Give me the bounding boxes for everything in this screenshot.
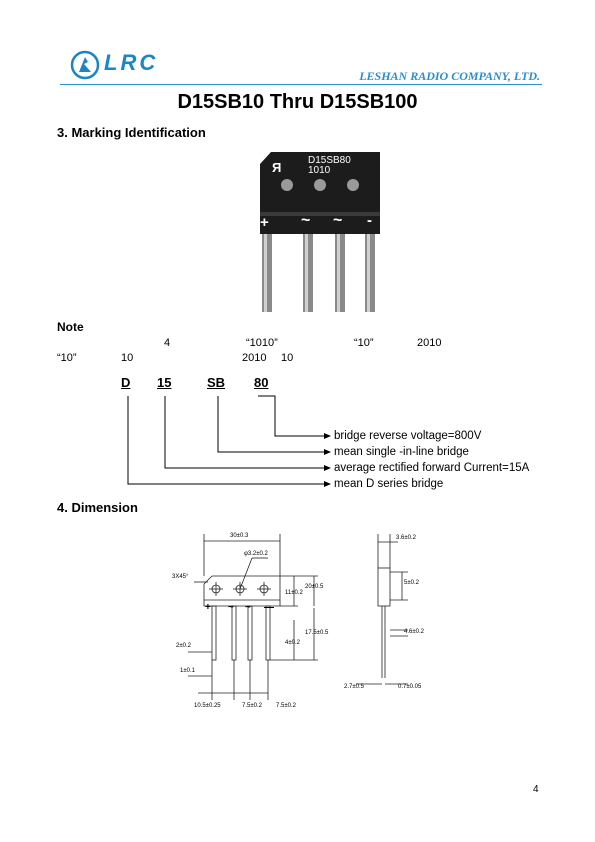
package-drawing: Я D15SB80 1010 + ~ ~ - [255,146,385,326]
explanation-series: mean D series bridge [334,478,444,490]
side-d1: 5±0.2 [404,580,419,586]
note-line1-a: 4 [164,337,171,349]
dim-pitch3: 7.5±0.2 [276,703,296,709]
page-number: 4 [533,784,539,795]
front-pin-ac1: ~ [228,602,234,613]
dimension-side-view: 3.6±0.2 5±0.2 4.6±0.2 2.7±0.5 0.7±0.05 [338,528,433,708]
section-heading-marking: 3. Marking Identification [57,125,206,140]
note-line2-c: 2010 [242,352,267,364]
marking-line1: D15SB80 [308,155,351,166]
explanation-type: mean single -in-line bridge [334,446,469,458]
note-line2-d: 10 [281,352,294,364]
code-type: SB [207,375,226,390]
dim-lead-t: 2±0.2 [176,643,191,649]
company-name: LESHAN RADIO COMPANY, LTD. [359,69,540,83]
dimension-front-view: 30±0.3 φ3.2±0.2 3X45° 11±0.2 20±0.5 17.5… [168,528,333,718]
front-pin-minus: — [264,602,274,613]
side-d3: 2.7±0.5 [344,684,364,690]
bridge-package-image: Я [260,152,380,312]
code-series: D [121,375,131,390]
pin-label-minus: - [367,212,372,229]
note-line1-c: “10” [354,337,374,349]
dim-chamfer: 3X45° [172,574,189,580]
code-voltage: 80 [254,375,269,390]
note-line2-a: “10” [57,352,77,364]
dim-pitch2: 7.5±0.2 [242,703,262,709]
explanation-current: average rectified forward Current=15A [334,462,530,474]
svg-text:Я: Я [272,160,281,175]
logo-icon [70,50,100,80]
front-view-drawing [188,534,318,700]
section-heading-dimension: 4. Dimension [57,500,138,515]
marking-line2: 1010 [308,165,331,176]
dim-width: 30±0.3 [230,533,249,539]
note-line1-d: 2010 [417,337,442,349]
pin-label-ac2: ~ [333,212,343,229]
code-current: 15 [157,375,172,390]
note-line2-b: 10 [121,352,134,364]
dim-hole: φ3.2±0.2 [244,551,268,557]
dim-h2: 20±0.5 [305,584,324,590]
side-d4: 0.7±0.05 [398,684,422,690]
page-title: D15SB10 Thru D15SB100 [177,91,418,113]
front-pin-plus: + [205,602,211,613]
note-label: Note [57,320,84,334]
logo-text: LRC [104,50,159,75]
side-d2: 4.6±0.2 [404,629,424,635]
header-rule [60,84,542,85]
pin-label-plus: + [260,214,269,231]
side-view-drawing [356,534,408,685]
note-line1-b: “1010” [246,337,278,349]
dim-pitch1: 10.5±0.25 [194,703,221,709]
dim-lead-t2: 1±0.1 [180,668,195,674]
explanation-voltage: bridge reverse voltage=800V [334,430,482,442]
dim-h1: 11±0.2 [285,590,303,596]
side-thickness: 3.6±0.2 [396,535,416,541]
pin-label-ac1: ~ [301,212,311,229]
dim-lead-len: 17.5±0.5 [305,630,329,636]
front-pin-ac2: ~ [245,602,251,613]
dim-lead-w: 4±0.2 [285,640,300,646]
logo: LRC [70,48,180,82]
